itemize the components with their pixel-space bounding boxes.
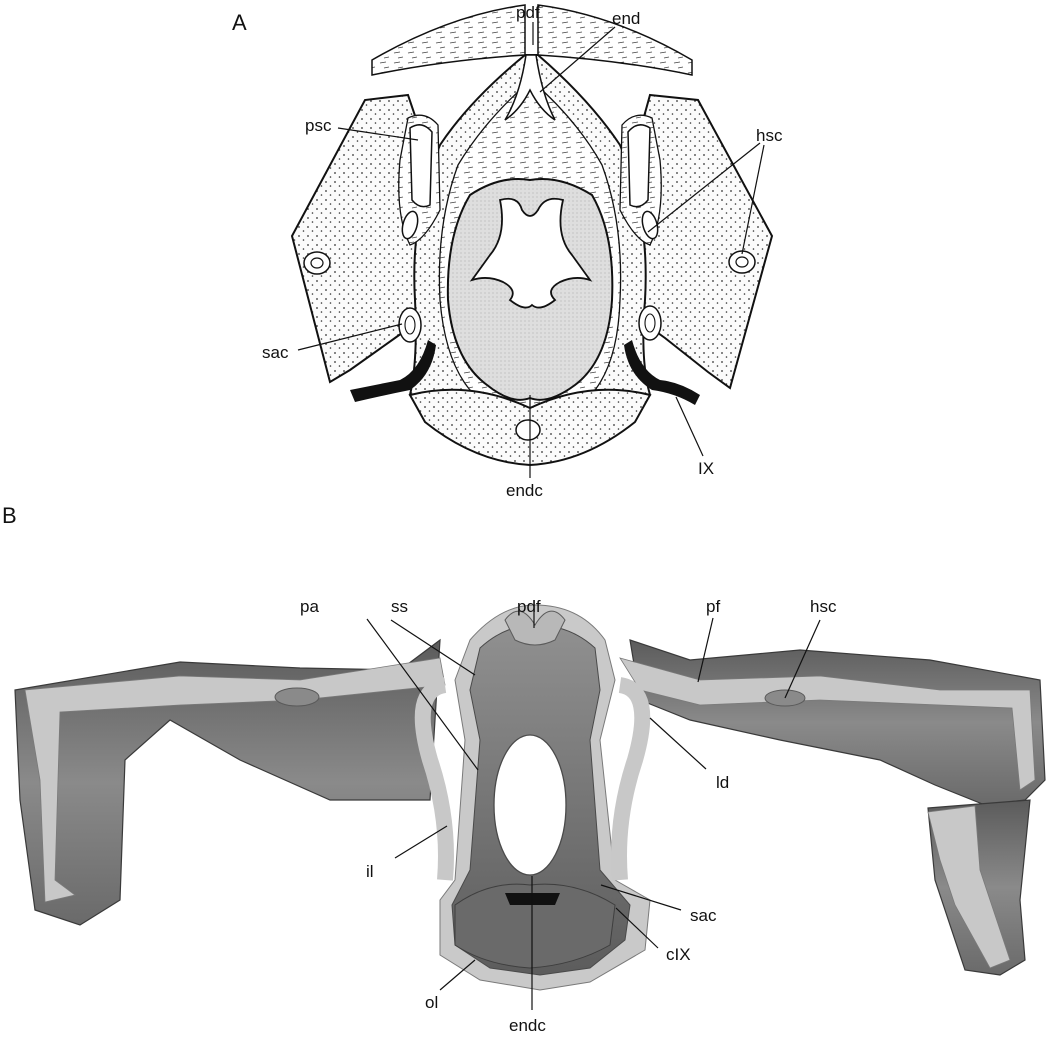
label-b-pf: pf — [706, 597, 720, 616]
label-b-cix: cIX — [666, 945, 691, 964]
label-b-hsc: hsc — [810, 597, 837, 616]
label-a-sac: sac — [262, 343, 289, 362]
right-sacculus — [639, 306, 661, 340]
panel-a-label: A — [232, 10, 247, 35]
right-arc — [619, 685, 642, 880]
left-lateral-hsc — [304, 252, 330, 274]
panel-a: A — [232, 5, 772, 465]
central-opening — [494, 735, 566, 875]
label-a-hsc: hsc — [756, 126, 783, 145]
label-a-endc: endc — [506, 481, 543, 500]
right-lateral-hsc — [729, 251, 755, 273]
left-sacculus — [399, 308, 421, 342]
right-posterior-canal — [628, 125, 650, 207]
label-b-endc: endc — [509, 1016, 546, 1035]
label-b-pdf: pdf — [517, 597, 541, 616]
endc-foramen — [516, 420, 540, 440]
label-b-ld: ld — [716, 773, 729, 792]
right-wing — [630, 640, 1045, 805]
label-b-ss: ss — [391, 597, 408, 616]
label-a-pdf: pdf — [516, 3, 540, 22]
panel-b: B — [2, 503, 1045, 990]
panel-b-label: B — [2, 503, 17, 528]
label-b-il: il — [366, 862, 374, 881]
label-a-end: end — [612, 9, 640, 28]
label-a-ix: IX — [698, 459, 714, 478]
label-b-ol: ol — [425, 993, 438, 1012]
left-posterior-canal — [410, 125, 432, 207]
label-a-psc: psc — [305, 116, 332, 135]
left-hsc-opening — [275, 688, 319, 706]
label-b-pa: pa — [300, 597, 319, 616]
label-b-sac: sac — [690, 906, 717, 925]
